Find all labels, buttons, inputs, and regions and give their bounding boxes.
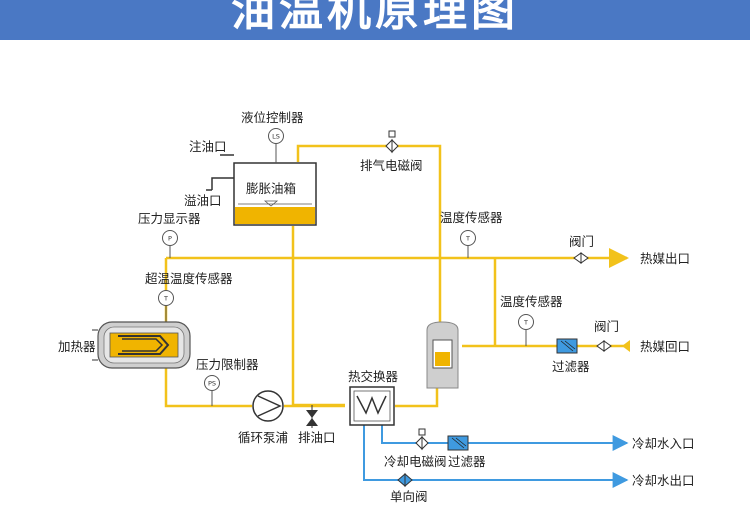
heater-label: 加热器 xyxy=(58,339,96,354)
valve-top-label: 阀门 xyxy=(569,234,594,249)
valve-right-label: 阀门 xyxy=(594,319,619,334)
one-way-valve-label: 单向阀 xyxy=(390,489,428,504)
cooling-solenoid xyxy=(415,428,429,451)
level-controller: LS 液位控制器 xyxy=(241,110,304,163)
pressure-display: P 压力显示器 xyxy=(138,211,201,258)
pipe-cooling-in xyxy=(381,425,629,451)
exhaust-valve-label: 排气电磁阀 xyxy=(360,158,423,173)
temp-sensor-right: T 温度传感器 xyxy=(500,294,563,346)
valve-right: 阀门 xyxy=(594,319,619,352)
filter-bottom-label: 过滤器 xyxy=(448,454,486,469)
drain-port-label: 排油口 xyxy=(298,430,336,445)
expansion-tank: 膨胀油箱 xyxy=(233,162,317,226)
pipe-tank-down xyxy=(291,226,345,407)
heat-exchanger: 热交换器 xyxy=(348,369,399,426)
heat-medium-out-label: 热媒出口 xyxy=(640,251,690,266)
t-instrument-top: T xyxy=(465,235,470,243)
pressure-limiter: PS 压力限制器 xyxy=(196,357,259,406)
cooling-water-in-label: 冷却水入口 xyxy=(632,436,695,451)
filter-right-label: 过滤器 xyxy=(552,359,590,374)
drain-port: 排油口 xyxy=(298,405,336,445)
pipe-cooling-out xyxy=(363,425,629,488)
return-arrow xyxy=(622,340,630,352)
ls-instrument: LS xyxy=(272,133,280,141)
temp-sensor-top: T 温度传感器 xyxy=(440,210,503,258)
overflow-port-label: 溢油口 xyxy=(184,193,222,208)
filter-tank xyxy=(426,321,459,389)
level-controller-label: 液位控制器 xyxy=(241,110,304,125)
t-instrument-overtemp: T xyxy=(163,295,168,303)
exhaust-valve: 排气电磁阀 xyxy=(360,130,423,173)
pressure-display-label: 压力显示器 xyxy=(138,211,201,226)
cooling-solenoid-label: 冷却电磁阀 xyxy=(384,454,447,469)
heater: 加热器 xyxy=(58,321,191,369)
pipe-heater-pump xyxy=(164,368,252,408)
oil-inlet: 注油口 xyxy=(189,139,234,156)
circulation-pump-label: 循环泵浦 xyxy=(238,430,288,445)
temp-sensor-top-label: 温度传感器 xyxy=(440,210,503,225)
filter-right: 过滤器 xyxy=(552,338,590,374)
overtemp-sensor-label: 超温温度传感器 xyxy=(145,271,233,286)
heat-medium-return-label: 热媒回口 xyxy=(640,339,690,354)
filter-bottom xyxy=(447,435,469,451)
pipe-exchanger-tank xyxy=(395,388,439,408)
t-instrument-right: T xyxy=(523,319,528,327)
page-title: 油温机原理图 xyxy=(231,0,519,36)
oil-inlet-label: 注油口 xyxy=(189,139,227,154)
expansion-tank-label: 膨胀油箱 xyxy=(246,181,296,196)
one-way-valve: 单向阀 xyxy=(390,472,428,504)
overflow-port: 溢油口 xyxy=(184,177,234,208)
temp-sensor-right-label: 温度传感器 xyxy=(500,294,563,309)
heat-exchanger-label: 热交换器 xyxy=(348,369,399,384)
overtemp-sensor: T 超温温度传感器 xyxy=(145,271,233,322)
pipe-exhaust xyxy=(296,144,442,322)
p-instrument: P xyxy=(168,235,172,243)
water-piping xyxy=(363,425,629,488)
oil-piping xyxy=(164,144,630,408)
circulation-pump: 循环泵浦 xyxy=(238,390,288,445)
pressure-limiter-label: 压力限制器 xyxy=(196,357,259,372)
cooling-water-out-label: 冷却水出口 xyxy=(632,473,695,488)
title-banner: 油温机原理图 xyxy=(0,0,750,40)
valve-top: 阀门 xyxy=(569,234,594,264)
ps-instrument: PS xyxy=(208,380,216,388)
